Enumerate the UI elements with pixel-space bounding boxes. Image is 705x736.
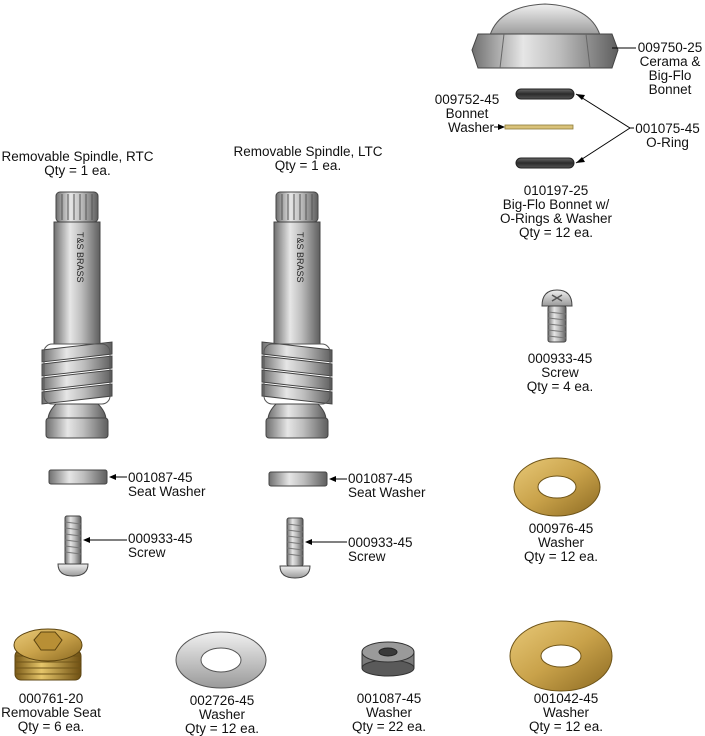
spindle-ltc-brand: T&S BRASS (295, 232, 305, 283)
washer-976-name: Washer (537, 535, 584, 550)
removable-seat-name: Removable Seat (1, 705, 101, 720)
oring-top (515, 88, 575, 100)
washer-1042-drawing (509, 620, 613, 692)
label-spindle-ltc: Removable Spindle, LTC Qty = 1 ea. (218, 145, 398, 173)
label-seat-washer-ltc: 001087-45 Seat Washer (348, 472, 443, 500)
washer-1087-part: 001087-45 (356, 691, 422, 706)
label-removable-seat: 000761-20 Removable Seat Qty = 6 ea. (0, 692, 102, 734)
removable-seat-qty: Qty = 6 ea. (17, 719, 85, 734)
spindle-rtc-brand: T&S BRASS (75, 232, 85, 283)
spindle-rtc-qty: Qty = 1 ea. (44, 163, 111, 178)
screw-kit-drawing (541, 289, 573, 343)
label-spindle-rtc: Removable Spindle, RTC Qty = 1 ea. (0, 150, 155, 178)
washer-1042-qty: Qty = 12 ea. (529, 719, 603, 734)
bonnet-line3: Bonnet (648, 82, 692, 97)
screw-kit-part: 000933-45 (527, 351, 593, 366)
label-washer-1087: 001087-45 Washer Qty = 22 ea. (339, 692, 439, 734)
washer-976-qty: Qty = 12 ea. (524, 549, 598, 564)
bonnet-drawing (471, 3, 619, 69)
washer-2726-name: Washer (198, 707, 245, 722)
label-washer-1042: 001042-45 Washer Qty = 12 ea. (516, 692, 616, 734)
screw-rtc-part: 000933-45 (128, 531, 193, 546)
arrowhead-seat-washer-ltc (329, 476, 336, 482)
seat-washer-ltc-shape (268, 471, 328, 487)
seat-washer-ltc-part: 001087-45 (348, 471, 413, 486)
screw-ltc-drawing (279, 517, 311, 579)
washer-2726-part: 002726-45 (189, 693, 255, 708)
label-oring: 001075-45 O-Ring (630, 122, 705, 150)
screw-ltc-name: Screw (348, 549, 386, 564)
oring-bottom (515, 157, 575, 169)
bonnet-washer-line1: Bonnet (445, 106, 489, 121)
washer-1087-name: Washer (365, 705, 412, 720)
screw-kit-qty: Qty = 4 ea. (526, 379, 594, 394)
washer-2726-drawing (175, 631, 267, 689)
spindle-ltc-qty: Qty = 1 ea. (274, 158, 342, 173)
spindle-ltc-name: Removable Spindle, LTC (233, 144, 383, 159)
arrowhead-bonnet-washer (498, 124, 505, 130)
arrowhead-screw-rtc (83, 537, 90, 543)
bigflo-kit-line1: Big-Flo Bonnet w/ (502, 197, 610, 212)
bonnet-line2: Big-Flo (648, 68, 692, 83)
spindle-rtc-drawing (41, 191, 113, 439)
bonnet-washer-line2: Washer (447, 120, 494, 135)
label-screw-rtc: 000933-45 Screw (128, 532, 208, 560)
screw-rtc-drawing (57, 515, 89, 577)
washer-976-part: 000976-45 (528, 521, 594, 536)
washer-1042-part: 001042-45 (533, 691, 599, 706)
washer-976-drawing (513, 457, 601, 517)
arrowhead-screw-ltc (305, 539, 312, 545)
washer-1087-qty: Qty = 22 ea. (352, 719, 426, 734)
bonnet-washer-part: 009752-45 (434, 92, 500, 107)
arrowheads-oring (576, 94, 585, 163)
leaders-oring (575, 93, 634, 164)
seat-washer-rtc-part: 001087-45 (128, 470, 193, 485)
spindle-rtc-name: Removable Spindle, RTC (1, 149, 154, 164)
seat-washer-ltc-name: Seat Washer (348, 485, 426, 500)
spindle-ltc-drawing (261, 191, 333, 439)
seat-washer-rtc-name: Seat Washer (128, 484, 206, 499)
label-washer-976: 000976-45 Washer Qty = 12 ea. (513, 522, 609, 564)
label-bonnet-washer: 009752-45 Bonnet Washer (430, 93, 504, 135)
label-bonnet: 009750-25 Cerama & Big-Flo Bonnet (636, 41, 704, 97)
washer-2726-qty: Qty = 12 ea. (185, 721, 259, 736)
bonnet-part: 009750-25 (637, 40, 703, 55)
washer-1042-name: Washer (542, 705, 589, 720)
washer-1087-drawing (361, 641, 415, 677)
screw-rtc-name: Screw (128, 545, 166, 560)
label-screw-ltc: 000933-45 Screw (348, 536, 428, 564)
removable-seat-drawing (13, 628, 83, 681)
screw-ltc-part: 000933-45 (348, 535, 413, 550)
label-washer-2726: 002726-45 Washer Qty = 12 ea. (172, 694, 272, 736)
bonnet-washer-shape (504, 124, 574, 130)
oring-line1: O-Ring (646, 135, 689, 150)
label-bigflo-kit: 010197-25 Big-Flo Bonnet w/ O-Rings & Wa… (476, 184, 636, 240)
label-screw-kit: 000933-45 Screw Qty = 4 ea. (512, 352, 608, 394)
label-seat-washer-rtc: 001087-45 Seat Washer (128, 471, 223, 499)
removable-seat-part: 000761-20 (18, 691, 84, 706)
bigflo-kit-line2: O-Rings & Washer (499, 211, 613, 226)
seat-washer-rtc-shape (48, 469, 108, 485)
bigflo-kit-part: 010197-25 (523, 183, 589, 198)
arrowhead-seat-washer-rtc (109, 474, 116, 480)
screw-kit-name: Screw (541, 365, 579, 380)
oring-part: 001075-45 (635, 121, 700, 136)
bonnet-line1: Cerama & (639, 54, 701, 69)
bigflo-kit-qty: Qty = 12 ea. (519, 225, 593, 240)
